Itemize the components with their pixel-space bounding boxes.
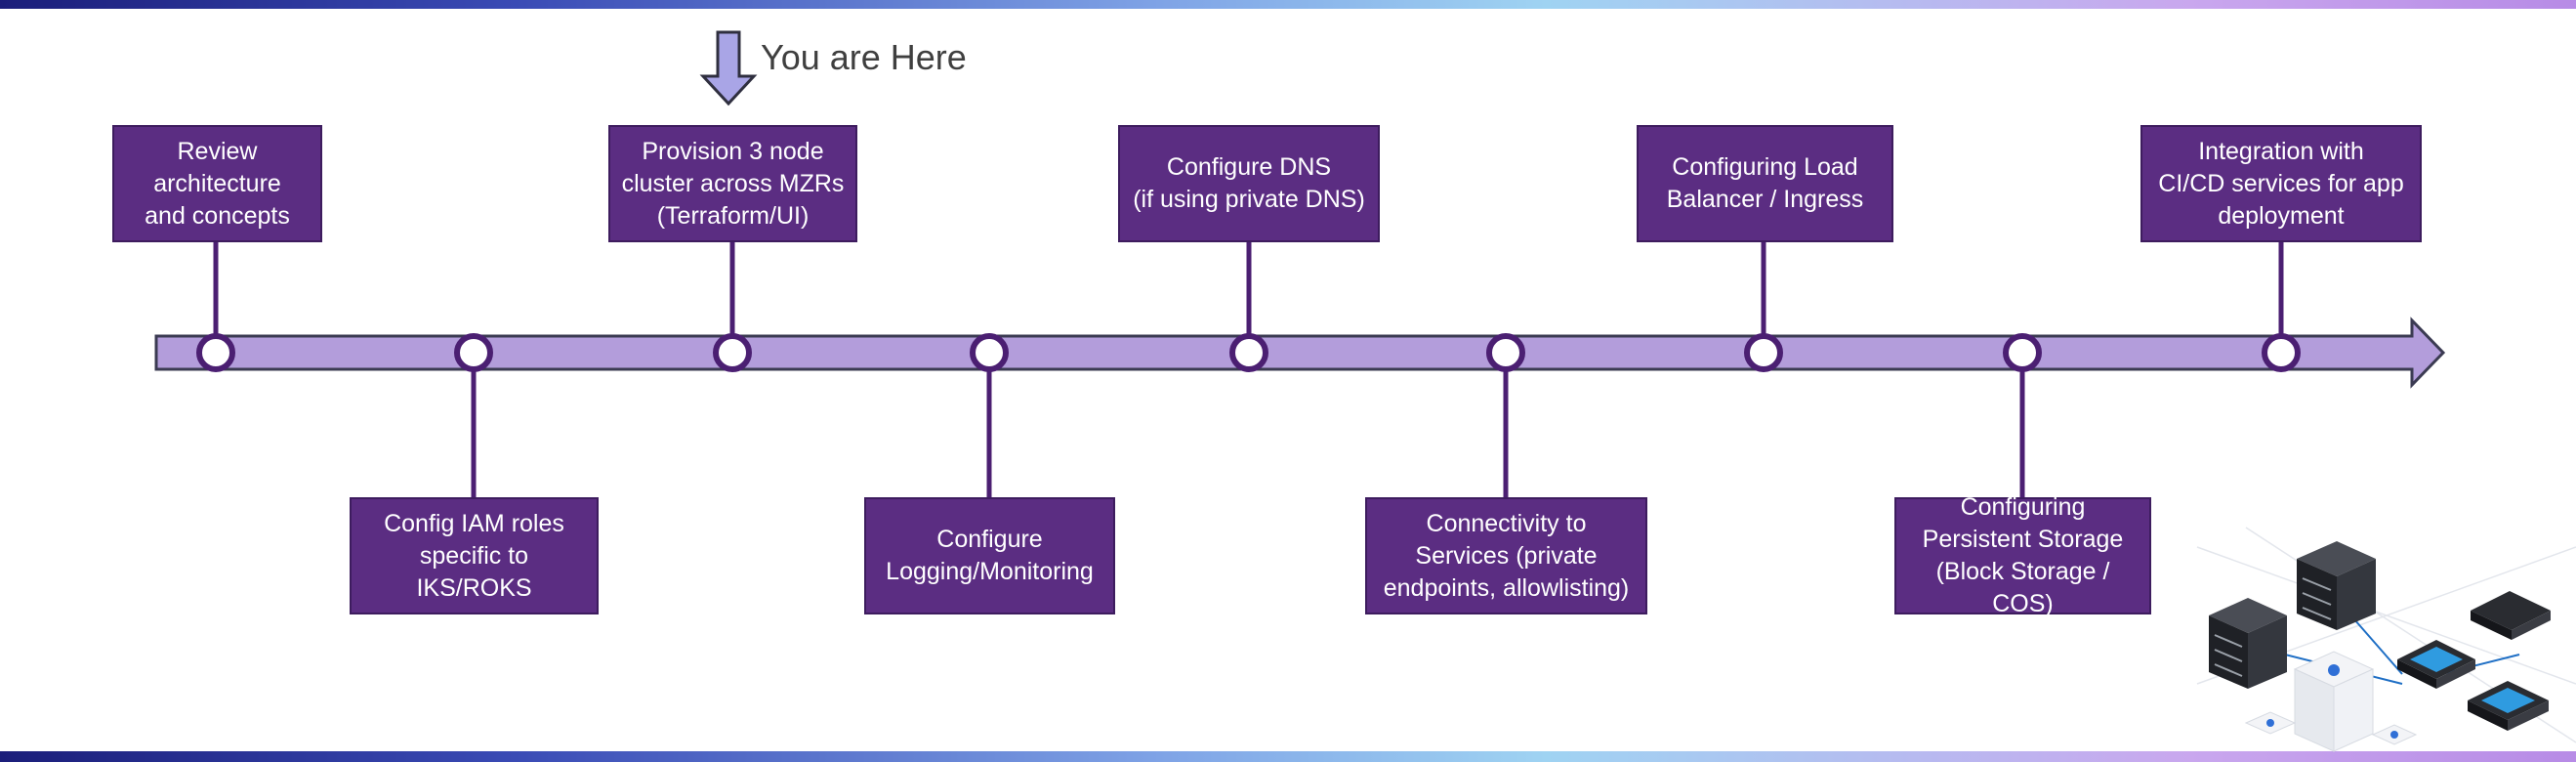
step-label: Configuring Persistent Storage (Block St…: [1922, 493, 2124, 617]
node-5: [1229, 333, 1268, 372]
step-configure-logging: Configure Logging/Monitoring: [864, 497, 1115, 614]
node-7: [1744, 333, 1783, 372]
timeline-arrow: [154, 317, 2446, 389]
step-label: Review architecture and concepts: [145, 137, 290, 230]
you-are-here-arrow-icon: [699, 30, 758, 106]
top-gradient-band: [0, 0, 2576, 9]
node-1: [196, 333, 235, 372]
step-label: Provision 3 node cluster across MZRs (Te…: [621, 137, 845, 230]
step-label: Configuring Load Balancer / Ingress: [1666, 153, 1864, 213]
step-provision-cluster: Provision 3 node cluster across MZRs (Te…: [608, 125, 857, 242]
node-8: [2003, 333, 2042, 372]
node-9: [2262, 333, 2301, 372]
step-label: Integration with CI/CD services for app …: [2158, 137, 2404, 230]
node-6: [1486, 333, 1525, 372]
bottom-gradient-band: [0, 751, 2576, 762]
step-cicd-integration: Integration with CI/CD services for app …: [2140, 125, 2422, 242]
node-4: [970, 333, 1009, 372]
connector-lines: [213, 241, 2284, 498]
step-review-architecture: Review architecture and concepts: [112, 125, 322, 242]
step-label: Configure Logging/Monitoring: [886, 526, 1094, 585]
step-label: Config IAM roles specific to IKS/ROKS: [384, 509, 564, 602]
step-config-iam-roles: Config IAM roles specific to IKS/ROKS: [350, 497, 599, 614]
you-are-here-label: You are Here: [761, 37, 967, 77]
cloud-servers-icon: [2196, 527, 2576, 752]
step-label: Connectivity to Services (private endpoi…: [1383, 509, 1630, 602]
step-load-balancer: Configuring Load Balancer / Ingress: [1637, 125, 1893, 242]
node-2: [454, 333, 493, 372]
node-3: [713, 333, 752, 372]
step-connectivity-services: Connectivity to Services (private endpoi…: [1365, 497, 1647, 614]
step-persistent-storage: Configuring Persistent Storage (Block St…: [1894, 493, 2151, 617]
timeline-nodes: [196, 333, 2301, 372]
step-label: Configure DNS (if using private DNS): [1133, 153, 1365, 213]
step-configure-dns: Configure DNS (if using private DNS): [1118, 125, 1380, 242]
